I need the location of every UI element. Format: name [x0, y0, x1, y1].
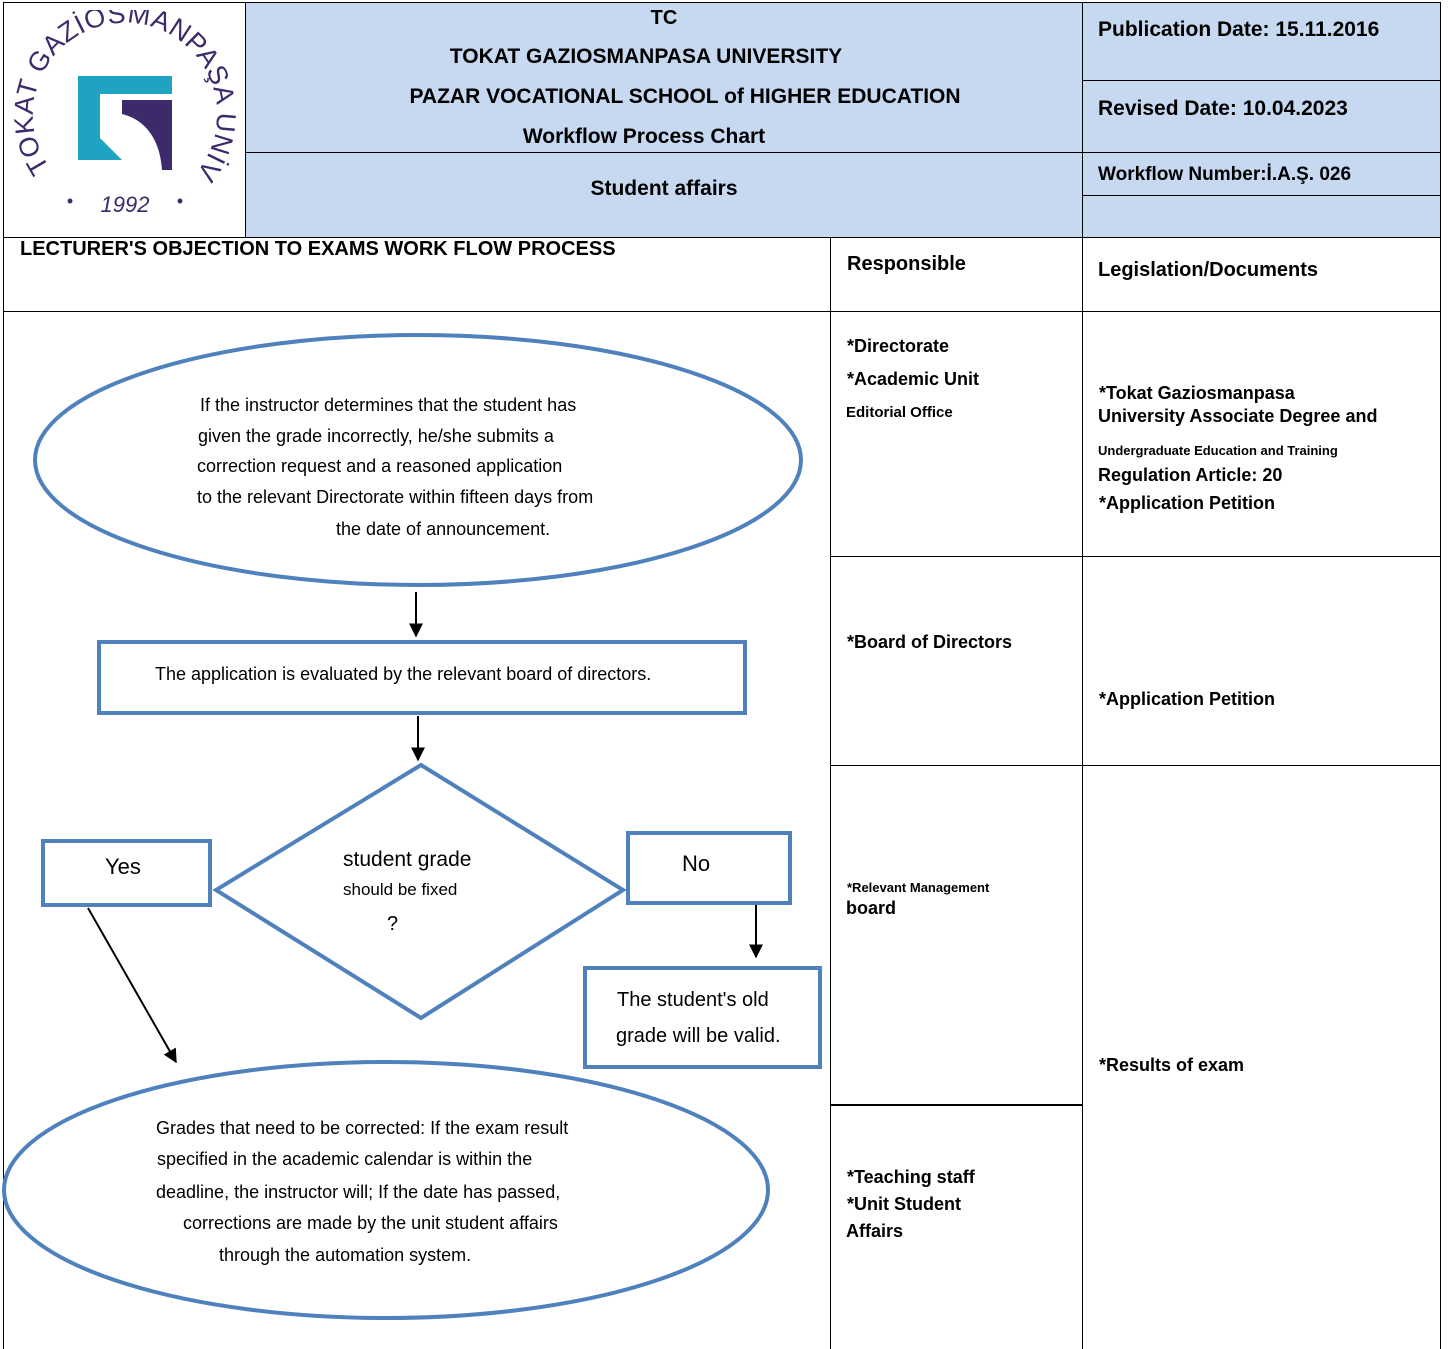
- start-text-line: the date of announcement.: [336, 519, 551, 539]
- header-title-cell: [246, 3, 1082, 152]
- legislation-application-petition: *Application Petition: [1099, 689, 1276, 709]
- empty-blue-cell: [1083, 196, 1441, 237]
- chart-type-title: Workflow Process Chart: [522, 125, 766, 148]
- responsible-board-of-directors: *Board of Directors: [847, 632, 1013, 652]
- no-label: No: [682, 851, 711, 876]
- publication-date: Publication Date: 15.11.2016: [1098, 18, 1380, 41]
- responsible-directorate: *Directorate: [847, 336, 950, 356]
- flowchart-canvas: [2, 333, 822, 1320]
- university-seal-icon: TOKAT GAZİOSMANPAŞA ÜNİVERSİTESİ 1992 • …: [4, 0, 241, 217]
- end-text-line: deadline, the instructor will; If the da…: [156, 1182, 561, 1202]
- legislation-header: Legislation/Documents: [1098, 259, 1319, 281]
- end-text-line: specified in the academic calendar is wi…: [157, 1149, 533, 1169]
- responsible-management-board: board: [846, 898, 897, 918]
- workflow-number-cell: [1083, 153, 1441, 195]
- end-ellipse: [2, 1060, 770, 1320]
- decision-text-line2: should be fixed: [343, 880, 458, 899]
- legislation-regulation-line: Regulation Article: 20: [1098, 465, 1283, 485]
- legislation-regulation-line: Undergraduate Education and Training: [1098, 443, 1338, 458]
- no-box: [626, 831, 792, 905]
- start-text-line: correction request and a reasoned applic…: [197, 456, 563, 476]
- end-text-line: Grades that need to be corrected: If the…: [156, 1118, 569, 1138]
- legislation-regulation-line: *Tokat Gaziosmanpasa: [1099, 383, 1295, 403]
- responsible-editorial-office: Editorial Office: [846, 404, 953, 421]
- university-logo: TOKAT GAZİOSMANPAŞA ÜNİVERSİTESİ 1992 • …: [4, 0, 241, 232]
- start-text-line: If the instructor determines that the st…: [200, 395, 577, 415]
- start-text-line: to the relevant Directorate within fifte…: [197, 487, 594, 507]
- decision-diamond: [212, 762, 627, 1021]
- responsible-academic-unit: *Academic Unit: [847, 369, 980, 389]
- unit-name: Student affairs: [590, 177, 738, 200]
- start-text-line: given the grade incorrectly, he/she subm…: [198, 426, 554, 446]
- arrow-yes-to-end: [87, 907, 177, 1064]
- process-title: LECTURER'S OBJECTION TO EXAMS WORK FLOW …: [20, 238, 616, 260]
- legislation-results-of-exam: *Results of exam: [1099, 1055, 1245, 1075]
- no-result-text-line: grade will be valid.: [616, 1025, 781, 1047]
- responsible-teaching-staff: *Teaching staff: [847, 1167, 975, 1187]
- decision-text-line1: student grade: [343, 848, 472, 871]
- legislation-regulation-line: University Associate Degree and: [1098, 406, 1378, 426]
- yes-label: Yes: [105, 854, 141, 879]
- publication-date-cell: [1083, 3, 1441, 80]
- school-name: PAZAR VOCATIONAL SCHOOL of HIGHER EDUCAT…: [409, 85, 961, 108]
- responsible-management-label: *Relevant Management: [847, 880, 990, 895]
- no-result-box: [583, 966, 822, 1069]
- header-unit-cell: [246, 153, 1082, 237]
- end-text-line: through the automation system.: [219, 1245, 472, 1265]
- responsible-unit-student: *Unit Student: [847, 1194, 961, 1214]
- revised-date: Revised Date: 10.04.2023: [1098, 97, 1348, 120]
- svg-text:•: •: [67, 191, 73, 211]
- country-label: TC: [650, 7, 678, 29]
- no-result-text-line: The student's old: [617, 989, 769, 1011]
- decision-text-line3: ?: [387, 913, 399, 935]
- start-ellipse: [33, 333, 803, 587]
- responsible-header: Responsible: [847, 253, 966, 275]
- process-text: The application is evaluated by the rele…: [155, 664, 652, 684]
- legislation-application-petition: *Application Petition: [1099, 493, 1276, 513]
- revised-date-cell: [1083, 81, 1441, 152]
- workflow-number: Workflow Number:İ.A.Ş. 026: [1098, 164, 1352, 185]
- end-text-line: corrections are made by the unit student…: [183, 1213, 558, 1233]
- responsible-affairs: Affairs: [846, 1221, 904, 1241]
- svg-text:•: •: [177, 191, 183, 211]
- yes-box: [41, 839, 212, 907]
- process-box: [97, 640, 747, 715]
- university-name: TOKAT GAZIOSMANPASA UNIVERSITY: [449, 45, 843, 68]
- svg-text:1992: 1992: [101, 192, 150, 217]
